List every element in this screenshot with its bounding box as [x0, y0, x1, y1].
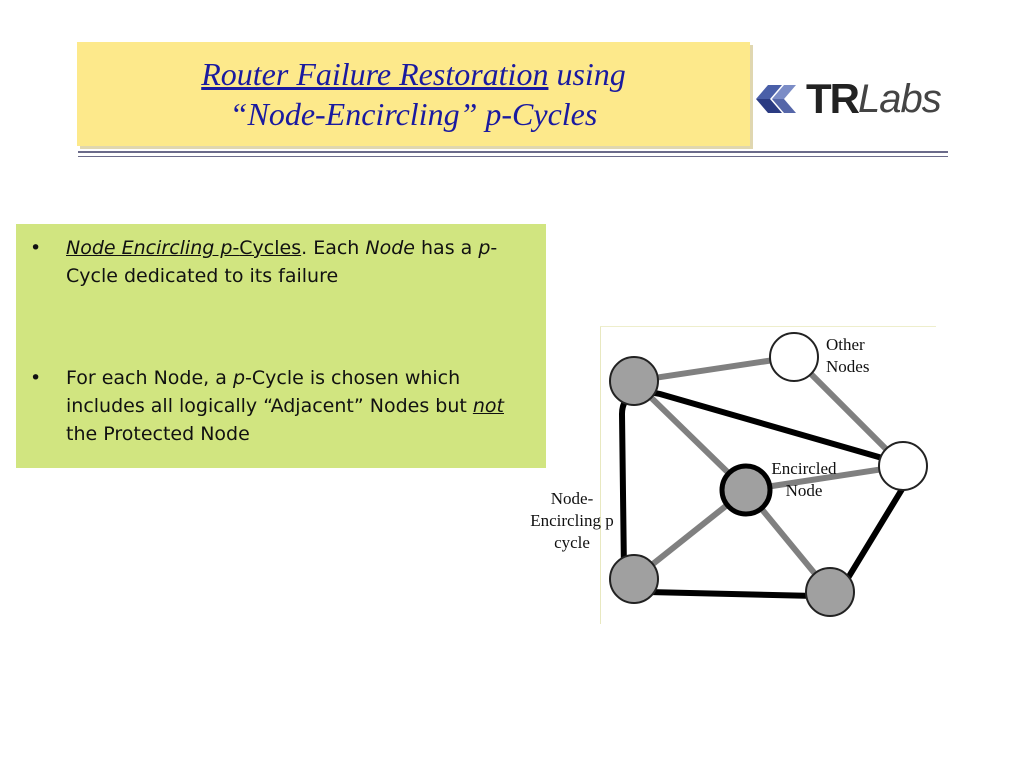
- node-other-2: [878, 441, 928, 491]
- node-d: [805, 567, 855, 617]
- label-encircled-node: Encircled Node: [760, 458, 848, 502]
- label-node-encircling-cycle: Node- Encircling p cycle: [512, 488, 632, 554]
- label-other-nodes-line1: Other: [826, 335, 865, 354]
- bullet-end: the Protected Node: [66, 423, 250, 445]
- node-a: [609, 356, 659, 406]
- bullet-dot: •: [30, 237, 42, 259]
- label-encircled-line1: Encircled: [771, 459, 837, 478]
- bullet-start: For each Node, a: [66, 367, 233, 389]
- bullet-sep: . Each: [301, 237, 366, 259]
- title-box: Router Failure Restoration using “Node-E…: [77, 42, 750, 146]
- network-diagram: [609, 332, 928, 617]
- label-cycle-line3: cycle: [554, 533, 590, 552]
- header-rule-thin: [78, 156, 948, 157]
- bullet-text-2: For each Node, a p-Cycle is chosen which…: [66, 364, 540, 448]
- logo-tr-text: TR: [806, 75, 860, 122]
- bullet-dot: •: [30, 367, 42, 389]
- label-cycle-line2: Encircling p: [530, 511, 614, 530]
- title-line-1: Router Failure Restoration using: [201, 54, 626, 94]
- link-a-other1: [633, 354, 795, 384]
- trlabs-logo: TR Labs: [752, 74, 948, 124]
- logo-labs-text: Labs: [858, 77, 942, 121]
- diagram-frame-left: [600, 326, 601, 624]
- label-encircled-line2: Node: [785, 481, 823, 500]
- header-rule: [78, 151, 948, 153]
- bullet-p: p: [232, 367, 245, 389]
- bullet-term-tail: Cycles: [239, 237, 302, 259]
- link-other1-other2: [791, 354, 906, 469]
- bullet-item-1: • Node Encircling p-Cycles. Each Node ha…: [30, 234, 540, 290]
- bullet-text-1: Node Encircling p-Cycles. Each Node has …: [66, 234, 540, 290]
- node-other-1: [769, 332, 819, 382]
- title-line-2: “Node-Encircling” p-Cycles: [229, 96, 598, 132]
- node-encircled: [719, 463, 773, 517]
- trlabs-logo-icon: [756, 85, 796, 113]
- bullets-box: • Node Encircling p-Cycles. Each Node ha…: [16, 224, 546, 468]
- bullet-item-2: • For each Node, a p-Cycle is chosen whi…: [30, 364, 540, 448]
- title-link[interactable]: Router Failure Restoration: [201, 56, 549, 92]
- bullet-has: has a: [414, 237, 479, 259]
- node-c: [609, 554, 659, 604]
- bullet-not-word: not: [472, 395, 504, 417]
- bullet-rest: -Cycle dedicated to its failure: [66, 237, 498, 287]
- label-other-nodes: Other Nodes: [826, 334, 892, 378]
- bullet-p: p: [478, 237, 491, 259]
- label-other-nodes-line2: Nodes: [826, 357, 870, 376]
- label-cycle-line1: Node-: [550, 489, 594, 508]
- bullet-node-word: Node: [365, 237, 415, 259]
- bullet-term: Node Encircling p-: [66, 237, 240, 259]
- diagram-frame-top: [600, 326, 936, 327]
- title-line-1-rest: using: [548, 56, 626, 92]
- bullet-middle: -Cycle is chosen which includes all logi…: [66, 367, 473, 417]
